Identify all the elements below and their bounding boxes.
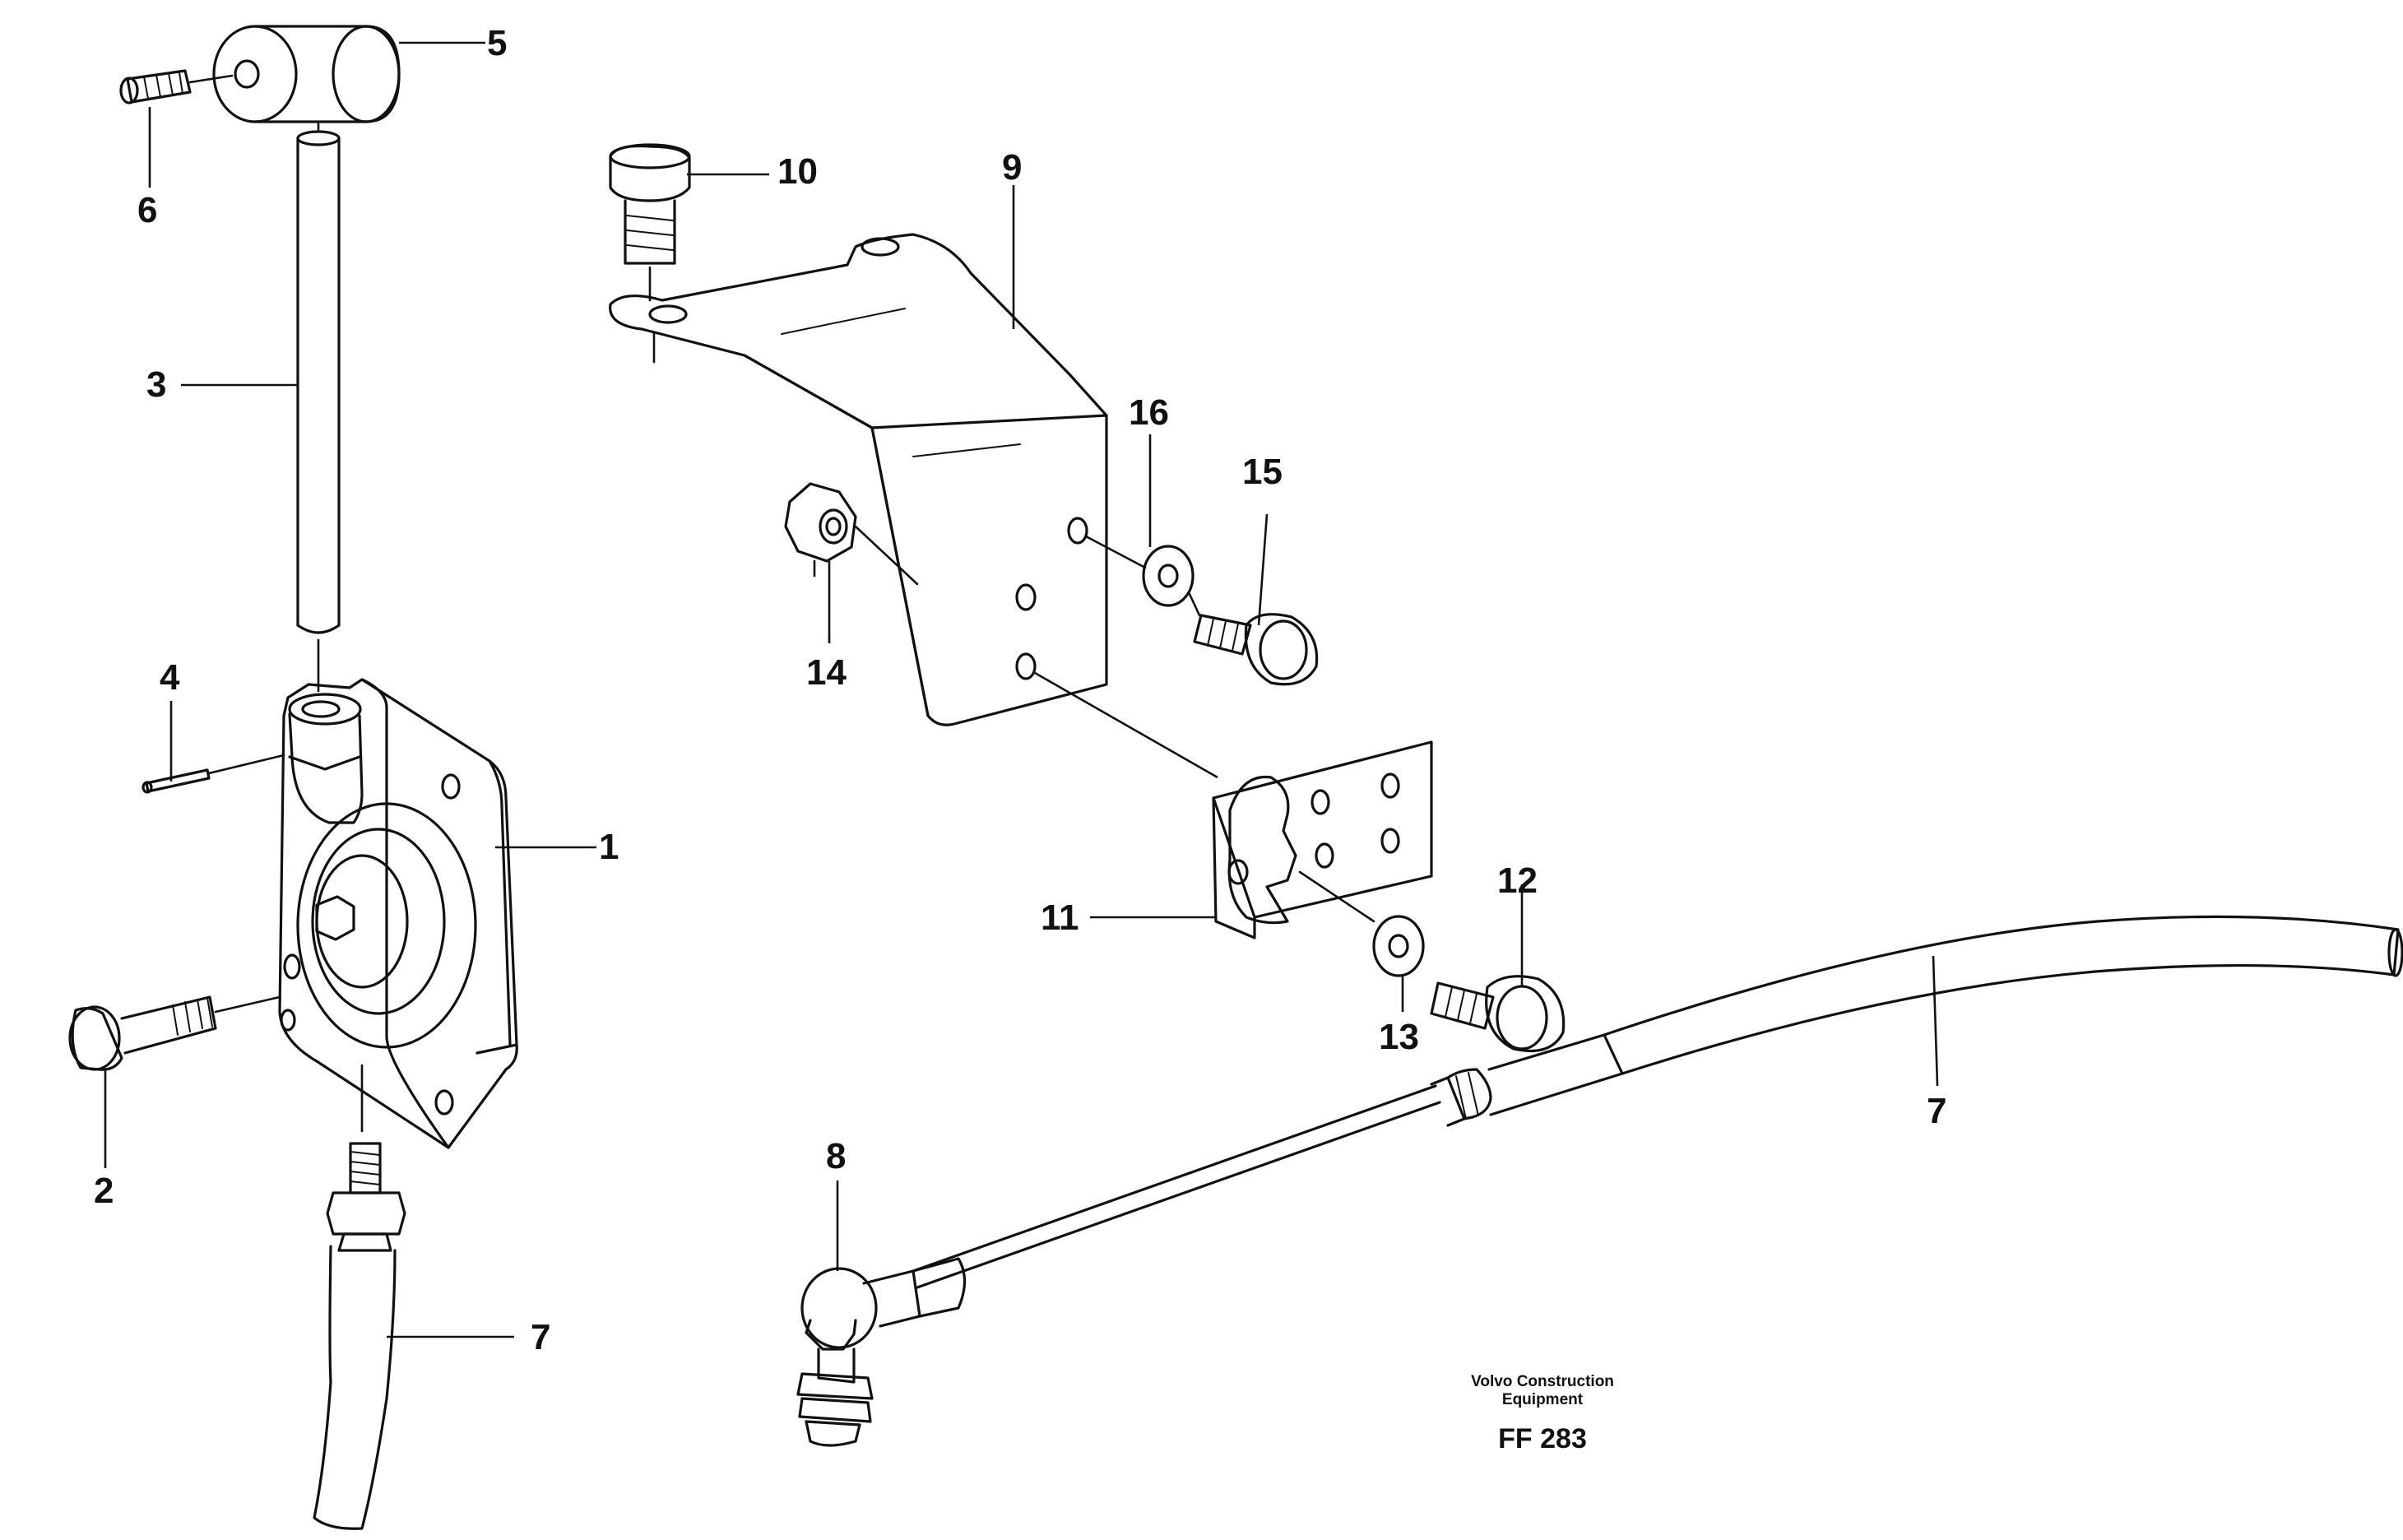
pin	[141, 754, 285, 794]
figure-code: FF 283	[1498, 1423, 1587, 1454]
hex-bolt	[68, 995, 281, 1071]
callout-15: 15	[1242, 452, 1283, 492]
caption-maker-line2: Equipment	[1502, 1391, 1584, 1408]
callout-3: 3	[146, 364, 166, 405]
diagram-caption: Volvo Construction Equipment FF 283	[1471, 1373, 1614, 1454]
callout-8: 8	[826, 1136, 846, 1176]
washer-upper	[1084, 535, 1195, 607]
flange-bolt-upper	[1187, 591, 1319, 686]
callout-13: 13	[1379, 1017, 1419, 1057]
lever-rod	[296, 120, 341, 693]
callout-2: 2	[94, 1171, 114, 1211]
callout-12: 12	[1497, 860, 1538, 901]
washer-lower	[1372, 915, 1425, 977]
callout-7-right: 7	[1927, 1091, 1946, 1131]
callout-4: 4	[160, 657, 180, 698]
callout-1: 1	[599, 827, 619, 867]
callout-7-left: 7	[531, 1317, 550, 1357]
callout-5: 5	[487, 23, 507, 63]
knob	[212, 25, 401, 123]
callout-6: 6	[137, 190, 157, 230]
lock-nut	[784, 482, 919, 586]
bracket-bolt	[609, 143, 691, 302]
callout-16: 16	[1129, 392, 1169, 433]
set-screw	[119, 69, 234, 104]
caption-maker-line1: Volvo Construction	[1471, 1373, 1614, 1390]
callout-10: 10	[777, 151, 818, 192]
control-cable	[796, 915, 2403, 1447]
callout-14: 14	[806, 652, 847, 693]
control-housing	[278, 678, 518, 1149]
cable-end-left	[313, 1142, 406, 1530]
callout-labels: 1 2 3 4 5 6 7 7 8 9 10 11 12 13 14 15 16	[94, 23, 1946, 1357]
callout-leaders	[104, 41, 1939, 1338]
callout-11: 11	[1041, 898, 1079, 938]
mounting-bracket	[609, 233, 1108, 726]
callout-9: 9	[1002, 147, 1022, 188]
latch-plate	[1212, 740, 1433, 939]
